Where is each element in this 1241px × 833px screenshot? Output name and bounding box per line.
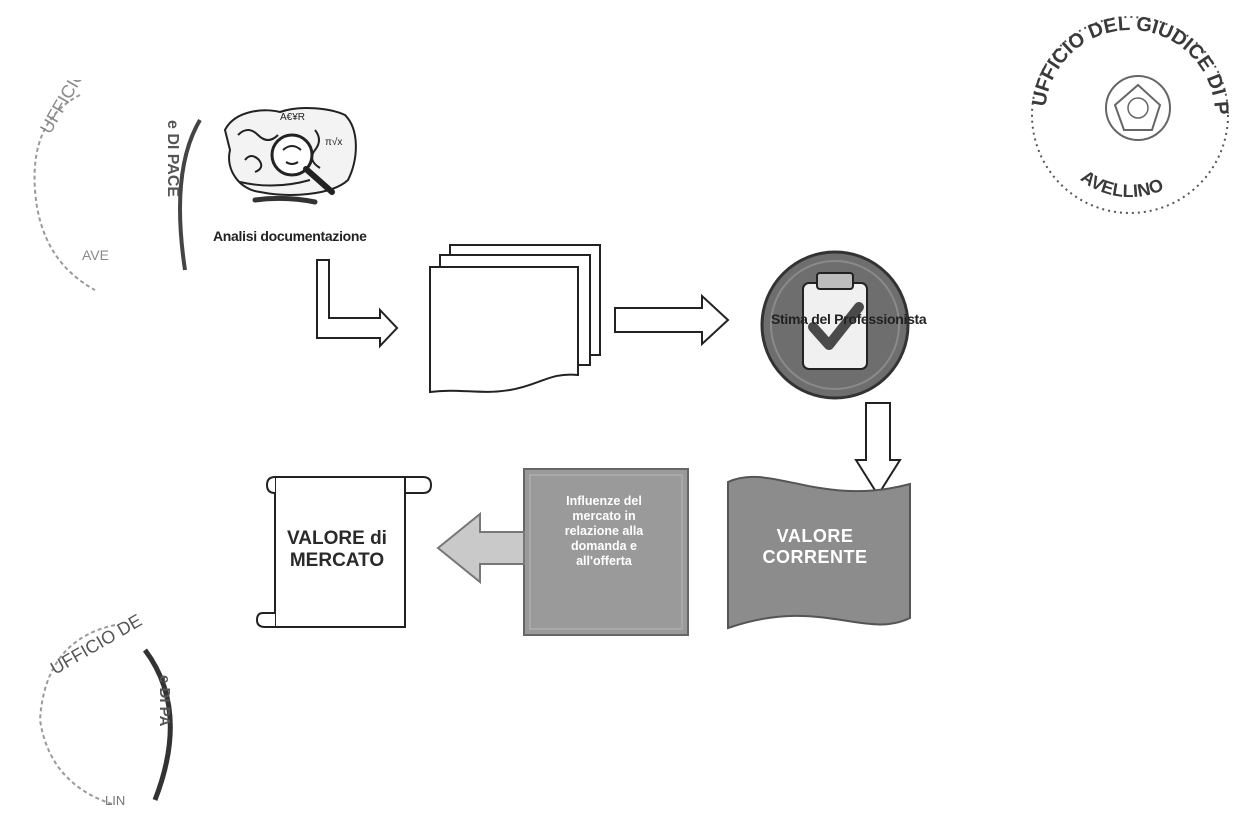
influenze-text: Influenze del mercato in relazione alla … <box>530 494 678 569</box>
svg-text:UFFICIO DE: UFFICIO DE <box>47 610 145 678</box>
influenze-line2: mercato in <box>530 509 678 524</box>
stamp-top-left: UFFICIO DEL AVE e DI PACE <box>20 80 220 310</box>
valore-mercato-line2: MERCATO <box>272 550 402 572</box>
svg-text:A€¥R: A€¥R <box>280 112 305 123</box>
valore-corrente-text: VALORE CORRENTE <box>740 526 890 568</box>
svg-text:e DI PACE: e DI PACE <box>164 120 181 197</box>
valore-mercato-line1: VALORE di <box>272 528 402 550</box>
analisi-documentazione-label: Analisi documentazione <box>213 228 367 244</box>
influenze-line4: domanda e <box>530 539 678 554</box>
stacked-documents-icon <box>420 240 610 405</box>
stamp-bottom-left: UFFICIO DE e DI PA LIN <box>20 600 220 830</box>
stamp-top-right-text: UFFICIO DEL GIUDICE DI PACE <box>1020 5 1232 115</box>
documents-analysis-icon: A€¥R π√x <box>220 100 370 215</box>
svg-text:π√x: π√x <box>325 136 342 148</box>
stamp-top-right: UFFICIO DEL GIUDICE DI PACE AVELLINO <box>1020 5 1240 215</box>
valore-mercato-text: VALORE di MERCATO <box>272 528 402 572</box>
arrow-left <box>432 508 527 588</box>
svg-text:UFFICIO DEL: UFFICIO DEL <box>36 80 109 137</box>
svg-text:UFFICIO DEL GIUDICE DI PACE: UFFICIO DEL GIUDICE DI PACE <box>1020 5 1232 115</box>
stamp-top-right-city: AVELLINO <box>1077 166 1166 201</box>
influenze-line3: relazione alla <box>530 524 678 539</box>
arrow-to-stima <box>610 290 735 350</box>
valore-corrente-line1: VALORE <box>740 526 890 547</box>
stima-professionista-label: Stima del Professionista <box>771 311 926 327</box>
svg-text:AVE: AVE <box>82 247 109 263</box>
svg-text:LIN: LIN <box>105 793 125 808</box>
svg-text:AVELLINO: AVELLINO <box>1077 166 1166 201</box>
influenze-line5: all'offerta <box>530 554 678 569</box>
svg-text:e DI PA: e DI PA <box>156 675 173 727</box>
l-arrow <box>305 255 405 355</box>
valore-corrente-line2: CORRENTE <box>740 547 890 568</box>
influenze-line1: Influenze del <box>530 494 678 509</box>
